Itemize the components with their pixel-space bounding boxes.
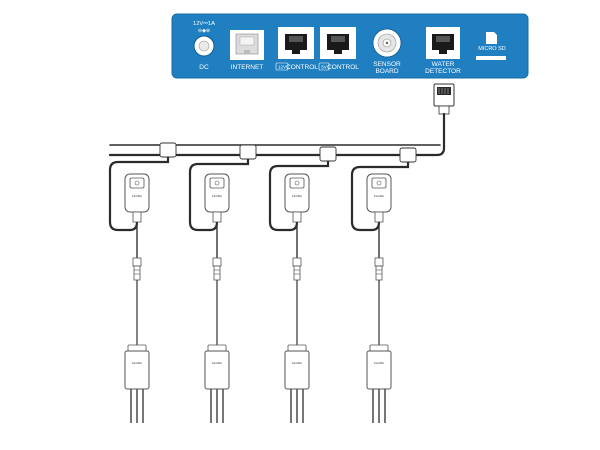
internet-port: INTERNET	[230, 30, 264, 71]
inline-connector	[292, 257, 302, 281]
sensor-node-2: FarmBot FarmBot	[188, 159, 250, 423]
probe-label: FarmBot	[132, 361, 142, 365]
power-rating-label: 12V⎓1A	[193, 21, 215, 27]
control-12v-badge: 12V	[278, 65, 286, 70]
inline-connector	[212, 257, 222, 281]
sensor-board-label-2: BOARD	[375, 68, 398, 75]
device-brand: FarmBot	[132, 194, 142, 198]
water-detector-plug	[433, 83, 455, 115]
device-brand: FarmBot	[292, 194, 302, 198]
device-brand: FarmBot	[374, 194, 384, 198]
transmitter-module: FarmBot	[284, 173, 310, 223]
inline-connector	[374, 257, 384, 281]
inline-connector	[132, 257, 142, 281]
bus-connector	[159, 142, 177, 158]
controller-panel: 12V⎓1A ⊖◆⊕ DC INTERNET 12V CONTROL	[171, 13, 529, 79]
micro-sd-label: MICRO SD	[478, 46, 506, 52]
sensor-node-4: FarmBot FarmBot	[350, 162, 410, 423]
water-detector-label-1: WATER	[432, 61, 455, 68]
transmitter-module: FarmBot	[366, 173, 392, 223]
probe-label: FarmBot	[292, 361, 302, 365]
polarity-icon: ⊖◆⊕	[198, 28, 210, 34]
transmitter-module: FarmBot	[204, 173, 230, 223]
sensor-board-label-1: SENSOR	[373, 61, 401, 68]
control-5v-label: CONTROL	[327, 64, 359, 71]
dc-label: DC	[199, 64, 209, 71]
device-brand: FarmBot	[212, 194, 222, 198]
control-12v-label: CONTROL	[286, 64, 318, 71]
dc-port: 12V⎓1A ⊖◆⊕ DC	[193, 21, 215, 71]
sensor-node-3: FarmBot FarmBot	[268, 161, 330, 423]
soil-probe: FarmBot	[204, 344, 230, 423]
water-detector-label-2: DETECTOR	[425, 68, 461, 75]
bus-connector	[239, 144, 257, 160]
sensor-node-1: FarmBot FarmBot	[108, 157, 170, 423]
control-12v-port: 12V CONTROL	[275, 27, 318, 71]
soil-probe: FarmBot	[124, 344, 150, 423]
sensor-board-port: SENSOR BOARD	[372, 28, 402, 75]
control-5v-port: 5V CONTROL	[318, 27, 359, 71]
control-5v-badge: 5V	[321, 65, 327, 70]
probe-label: FarmBot	[374, 361, 384, 365]
water-detector-port: WATER DETECTOR	[425, 27, 461, 75]
bus-connector	[319, 146, 337, 162]
micro-sd-slot: MICRO SD	[476, 32, 506, 60]
soil-probe: FarmBot	[366, 344, 392, 423]
sd-card-icon	[486, 32, 497, 44]
soil-probe: FarmBot	[284, 344, 310, 423]
probe-label: FarmBot	[212, 361, 222, 365]
transmitter-module: FarmBot	[124, 173, 150, 223]
bus-connectors	[159, 142, 417, 163]
internet-label: INTERNET	[231, 64, 264, 71]
bus-connector	[399, 147, 417, 163]
